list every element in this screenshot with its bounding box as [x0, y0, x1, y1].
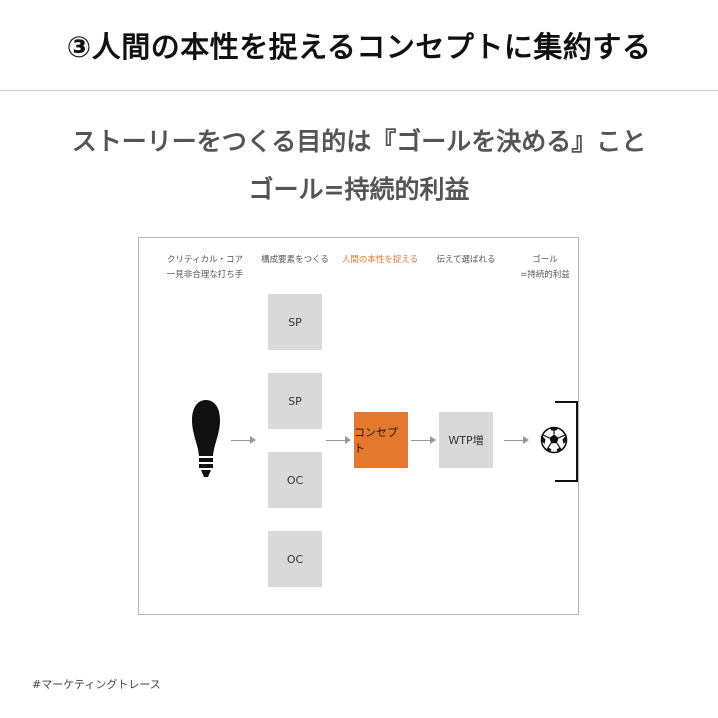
slide-title: ③人間の本性を捉えるコンセプトに集約する: [66, 30, 652, 64]
element-box-sp-2: SP: [268, 373, 322, 429]
element-box-oc-1: OC: [268, 452, 322, 508]
arrow-connector: [411, 436, 436, 444]
element-box-sp-1: SP: [268, 294, 322, 350]
arrow-connector: [231, 436, 256, 444]
column-header-elements: 構成要素をつくる: [240, 253, 350, 268]
column-header-human-nature: 人間の本性を捉える: [325, 253, 435, 268]
column-header-line: 構成要素をつくる: [261, 255, 329, 265]
column-header-line: 人間の本性を捉える: [341, 255, 419, 265]
column-header-line: クリティカル・コア: [167, 255, 243, 265]
lightbulb-icon: [192, 400, 220, 477]
column-header-critical-core: クリティカル・コア 一見非合理な打ち手: [150, 253, 260, 283]
column-header-chosen: 伝えて選ばれる: [411, 253, 521, 268]
arrow-connector: [504, 436, 529, 444]
element-box-oc-2: OC: [268, 531, 322, 587]
diagram-frame: [138, 237, 579, 615]
goal-post-top: [555, 401, 578, 403]
soccer-ball-icon: [540, 426, 568, 454]
arrow-connector: [326, 436, 351, 444]
subtitle-line-1: ストーリーをつくる目的は『ゴールを決める』こと: [71, 127, 647, 156]
column-header-line: =持続的利益: [520, 270, 570, 280]
column-header-line: 伝えて選ばれる: [436, 255, 496, 265]
column-header-goal: ゴール =持続的利益: [490, 253, 600, 283]
wtp-box: WTP増: [439, 412, 493, 468]
column-header-line: ゴール: [532, 255, 558, 265]
footer-hashtag: #マーケティングトレース: [32, 678, 161, 691]
title-divider: [0, 90, 718, 91]
concept-box: コンセプト: [354, 412, 408, 468]
goal-post-bottom: [555, 480, 578, 482]
column-header-line: 一見非合理な打ち手: [166, 270, 244, 280]
goal-post-side: [576, 401, 578, 482]
subtitle-line-2: ゴール=持続的利益: [248, 175, 470, 204]
